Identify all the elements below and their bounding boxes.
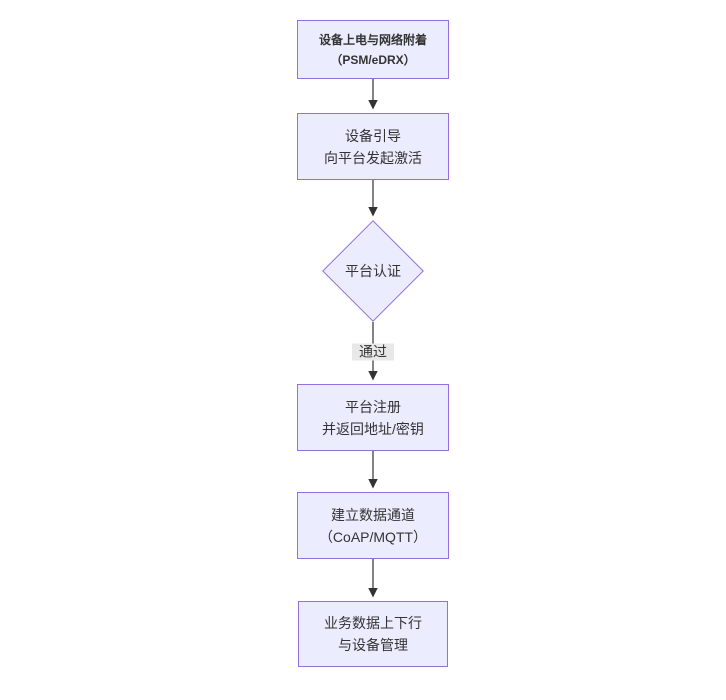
node-label-line: 设备引导	[345, 127, 401, 144]
node-label-line: 平台注册	[345, 398, 401, 415]
node-label-line: 并返回地址/密钥	[322, 420, 424, 437]
node-label-line: 建立数据通道	[331, 506, 415, 523]
node-platform-auth: 平台认证	[322, 220, 424, 322]
node-label-line: 向平台发起激活	[324, 149, 422, 166]
node-label-line: 设备上电与网络附着	[318, 32, 427, 47]
node-label-line: 平台认证	[345, 263, 401, 279]
node-platform-register: 平台注册 并返回地址/密钥	[297, 384, 449, 451]
node-label-line: 与设备管理	[338, 637, 408, 653]
node-label-line: （PSM/eDRX）	[330, 52, 416, 67]
node-business-data: 业务数据上下行 与设备管理	[298, 601, 448, 667]
node-bootstrap: 设备引导 向平台发起激活	[297, 113, 449, 180]
node-power-attach: 设备上电与网络附着 （PSM/eDRX）	[297, 20, 449, 79]
node-label-line: 业务数据上下行	[324, 615, 422, 631]
node-data-channel: 建立数据通道 （CoAP/MQTT）	[297, 492, 449, 559]
node-label-line: （CoAP/MQTT）	[318, 528, 428, 545]
edge-label-pass: 通过	[352, 343, 394, 361]
